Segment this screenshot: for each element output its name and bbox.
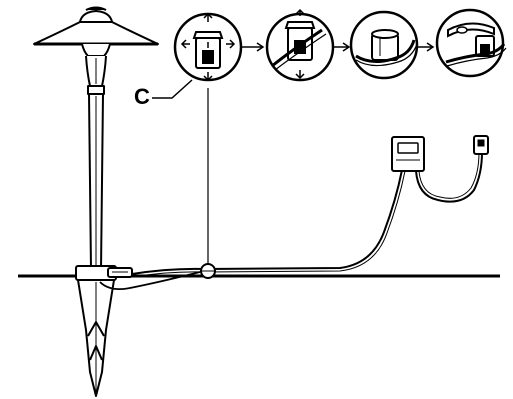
power-cord bbox=[415, 151, 483, 203]
fixture-cap bbox=[79, 10, 113, 23]
callout-leader bbox=[152, 79, 193, 99]
detail-step-4 bbox=[435, 8, 507, 78]
ground-stake bbox=[75, 265, 117, 397]
fixture-shade bbox=[33, 21, 159, 45]
path-light-fixture bbox=[33, 6, 159, 271]
transformer-body bbox=[391, 136, 425, 172]
wall-outlet bbox=[473, 135, 489, 155]
main-cable bbox=[131, 169, 403, 275]
fixture-lamp-body bbox=[81, 43, 111, 57]
detail-step-2 bbox=[265, 8, 335, 82]
fixture-collar bbox=[87, 85, 105, 95]
fixture-lead-wire bbox=[99, 271, 201, 291]
detail-step-1 bbox=[173, 12, 243, 82]
transformer-display bbox=[397, 142, 419, 154]
step-arrow-3 bbox=[418, 42, 435, 52]
callout-label: C bbox=[134, 84, 150, 109]
fixture-finial bbox=[85, 6, 107, 11]
step-arrow-2 bbox=[334, 42, 351, 52]
detail-step-3 bbox=[349, 10, 419, 80]
transformer bbox=[391, 136, 425, 172]
step-arrow-1 bbox=[242, 42, 265, 52]
